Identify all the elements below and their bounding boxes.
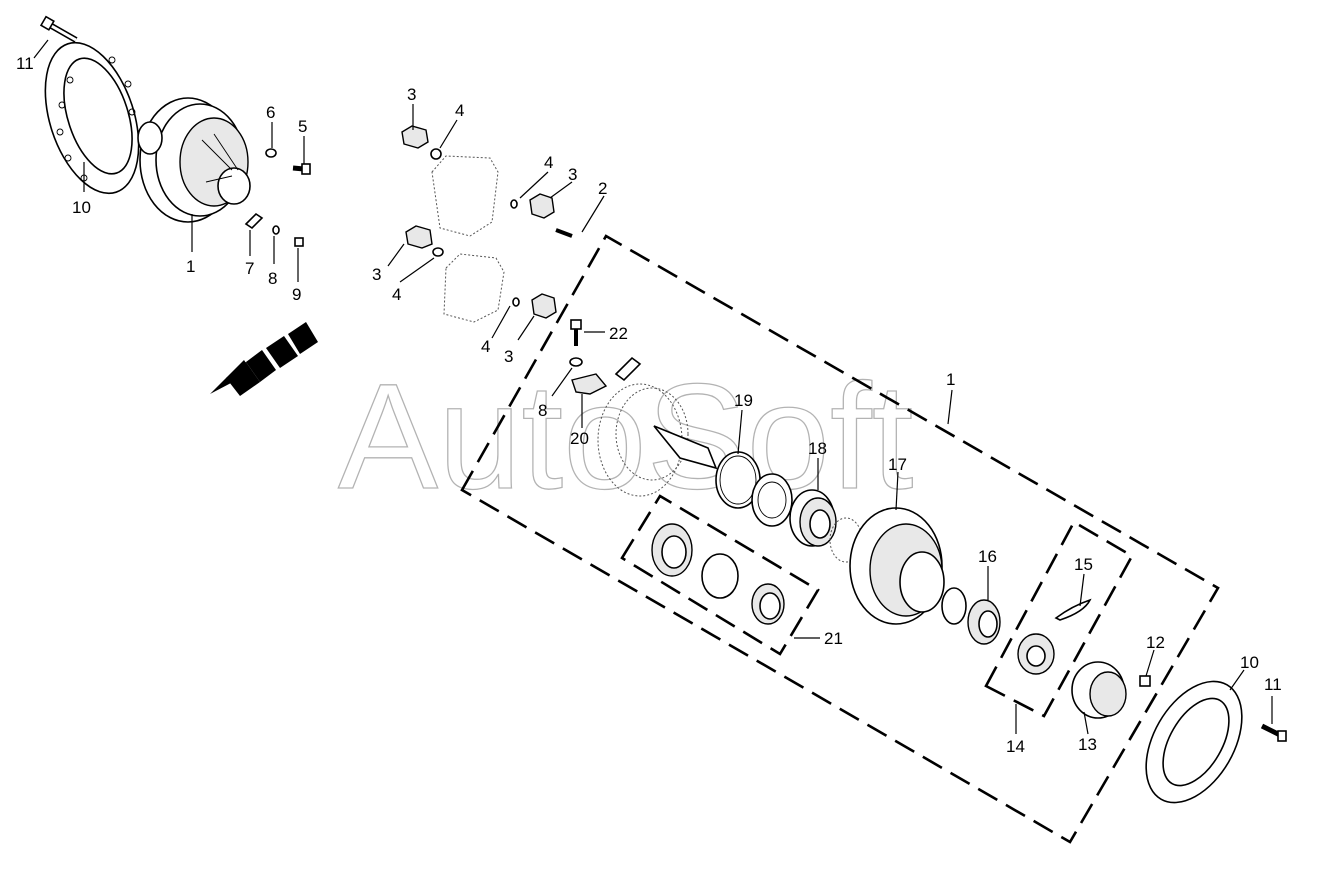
bolt-5 [292,163,311,175]
bracket-20 [571,373,608,395]
nut-14 [1017,633,1055,675]
nut-3-c [405,225,433,249]
label-20: 20 [570,429,589,448]
label-8-mid: 8 [538,401,547,420]
cap-13 [1071,661,1127,719]
bearing-16 [967,599,1001,645]
label-22: 22 [609,324,628,343]
ring-10-top [44,41,140,195]
label-9: 9 [292,285,301,304]
nut-3-a [401,125,429,149]
label-16: 16 [978,547,997,566]
shim-ring [941,587,967,625]
oring-4-c [432,247,444,257]
washer-6 [265,148,277,158]
label-4-d: 4 [481,337,490,356]
label-4-b: 4 [544,153,553,172]
label-3-a: 3 [407,85,416,104]
label-8-top: 8 [268,269,277,288]
nut-3-b [529,193,555,219]
label-4-c: 4 [392,285,401,304]
label-4-a: 4 [455,101,464,120]
label-17: 17 [888,455,907,474]
label-10-top: 10 [72,198,91,217]
label-1-kit: 1 [946,370,955,389]
plug-9 [294,237,304,247]
kit-frame-21 [620,494,820,656]
washer-8-mid [569,357,583,367]
label-14: 14 [1006,737,1025,756]
label-18: 18 [808,439,827,458]
label-11-top: 11 [16,54,34,73]
washer-8-top [272,225,280,235]
bearing-18 [789,489,837,547]
label-6: 6 [266,103,275,122]
nut-3-d [531,293,557,319]
label-19: 19 [734,391,753,410]
tab-7 [244,212,264,230]
ghost-block-upper [431,155,499,237]
label-5: 5 [298,117,307,136]
seal-ring-2 [751,473,793,527]
label-13: 13 [1078,735,1097,754]
hub-17 [849,507,945,625]
seal-21-a [651,523,693,577]
sensor-clip [614,356,642,382]
oring-4-b [510,199,518,209]
bolt-11-bottom [1260,723,1287,742]
plug-12 [1139,675,1151,687]
label-3-c: 3 [372,265,381,284]
label-11-bottom: 11 [1264,675,1282,694]
kit-frame-1 [460,234,1220,844]
bolt-11-top [39,15,78,43]
screw-22 [570,319,582,346]
label-10-bottom: 10 [1240,653,1259,672]
ghost-block-lower [443,253,505,323]
pin-2 [555,228,573,238]
pin-15 [1054,598,1092,621]
label-3-b: 3 [568,165,577,184]
label-7: 7 [245,259,254,278]
label-1-top: 1 [186,257,195,276]
ghost-hub [597,383,718,497]
direction-arrow-icon [210,322,318,396]
hub-1-top [137,97,251,223]
watermark: AutoSoft [338,352,913,520]
label-15: 15 [1074,555,1093,574]
ring-10-bottom [1145,680,1243,804]
label-3-d: 3 [504,347,513,366]
seal-21-b [701,553,739,599]
callout-labels: 11 10 1 6 5 7 8 9 3 4 4 3 2 3 4 4 3 22 8… [16,54,1282,756]
label-2: 2 [598,179,607,198]
seal-21-c [751,583,785,625]
oring-4-a [430,148,442,160]
leader-lines [33,39,1273,735]
label-12: 12 [1146,633,1165,652]
label-21: 21 [824,629,843,648]
kit-frame-14 [984,520,1134,718]
oring-4-d [512,297,520,307]
